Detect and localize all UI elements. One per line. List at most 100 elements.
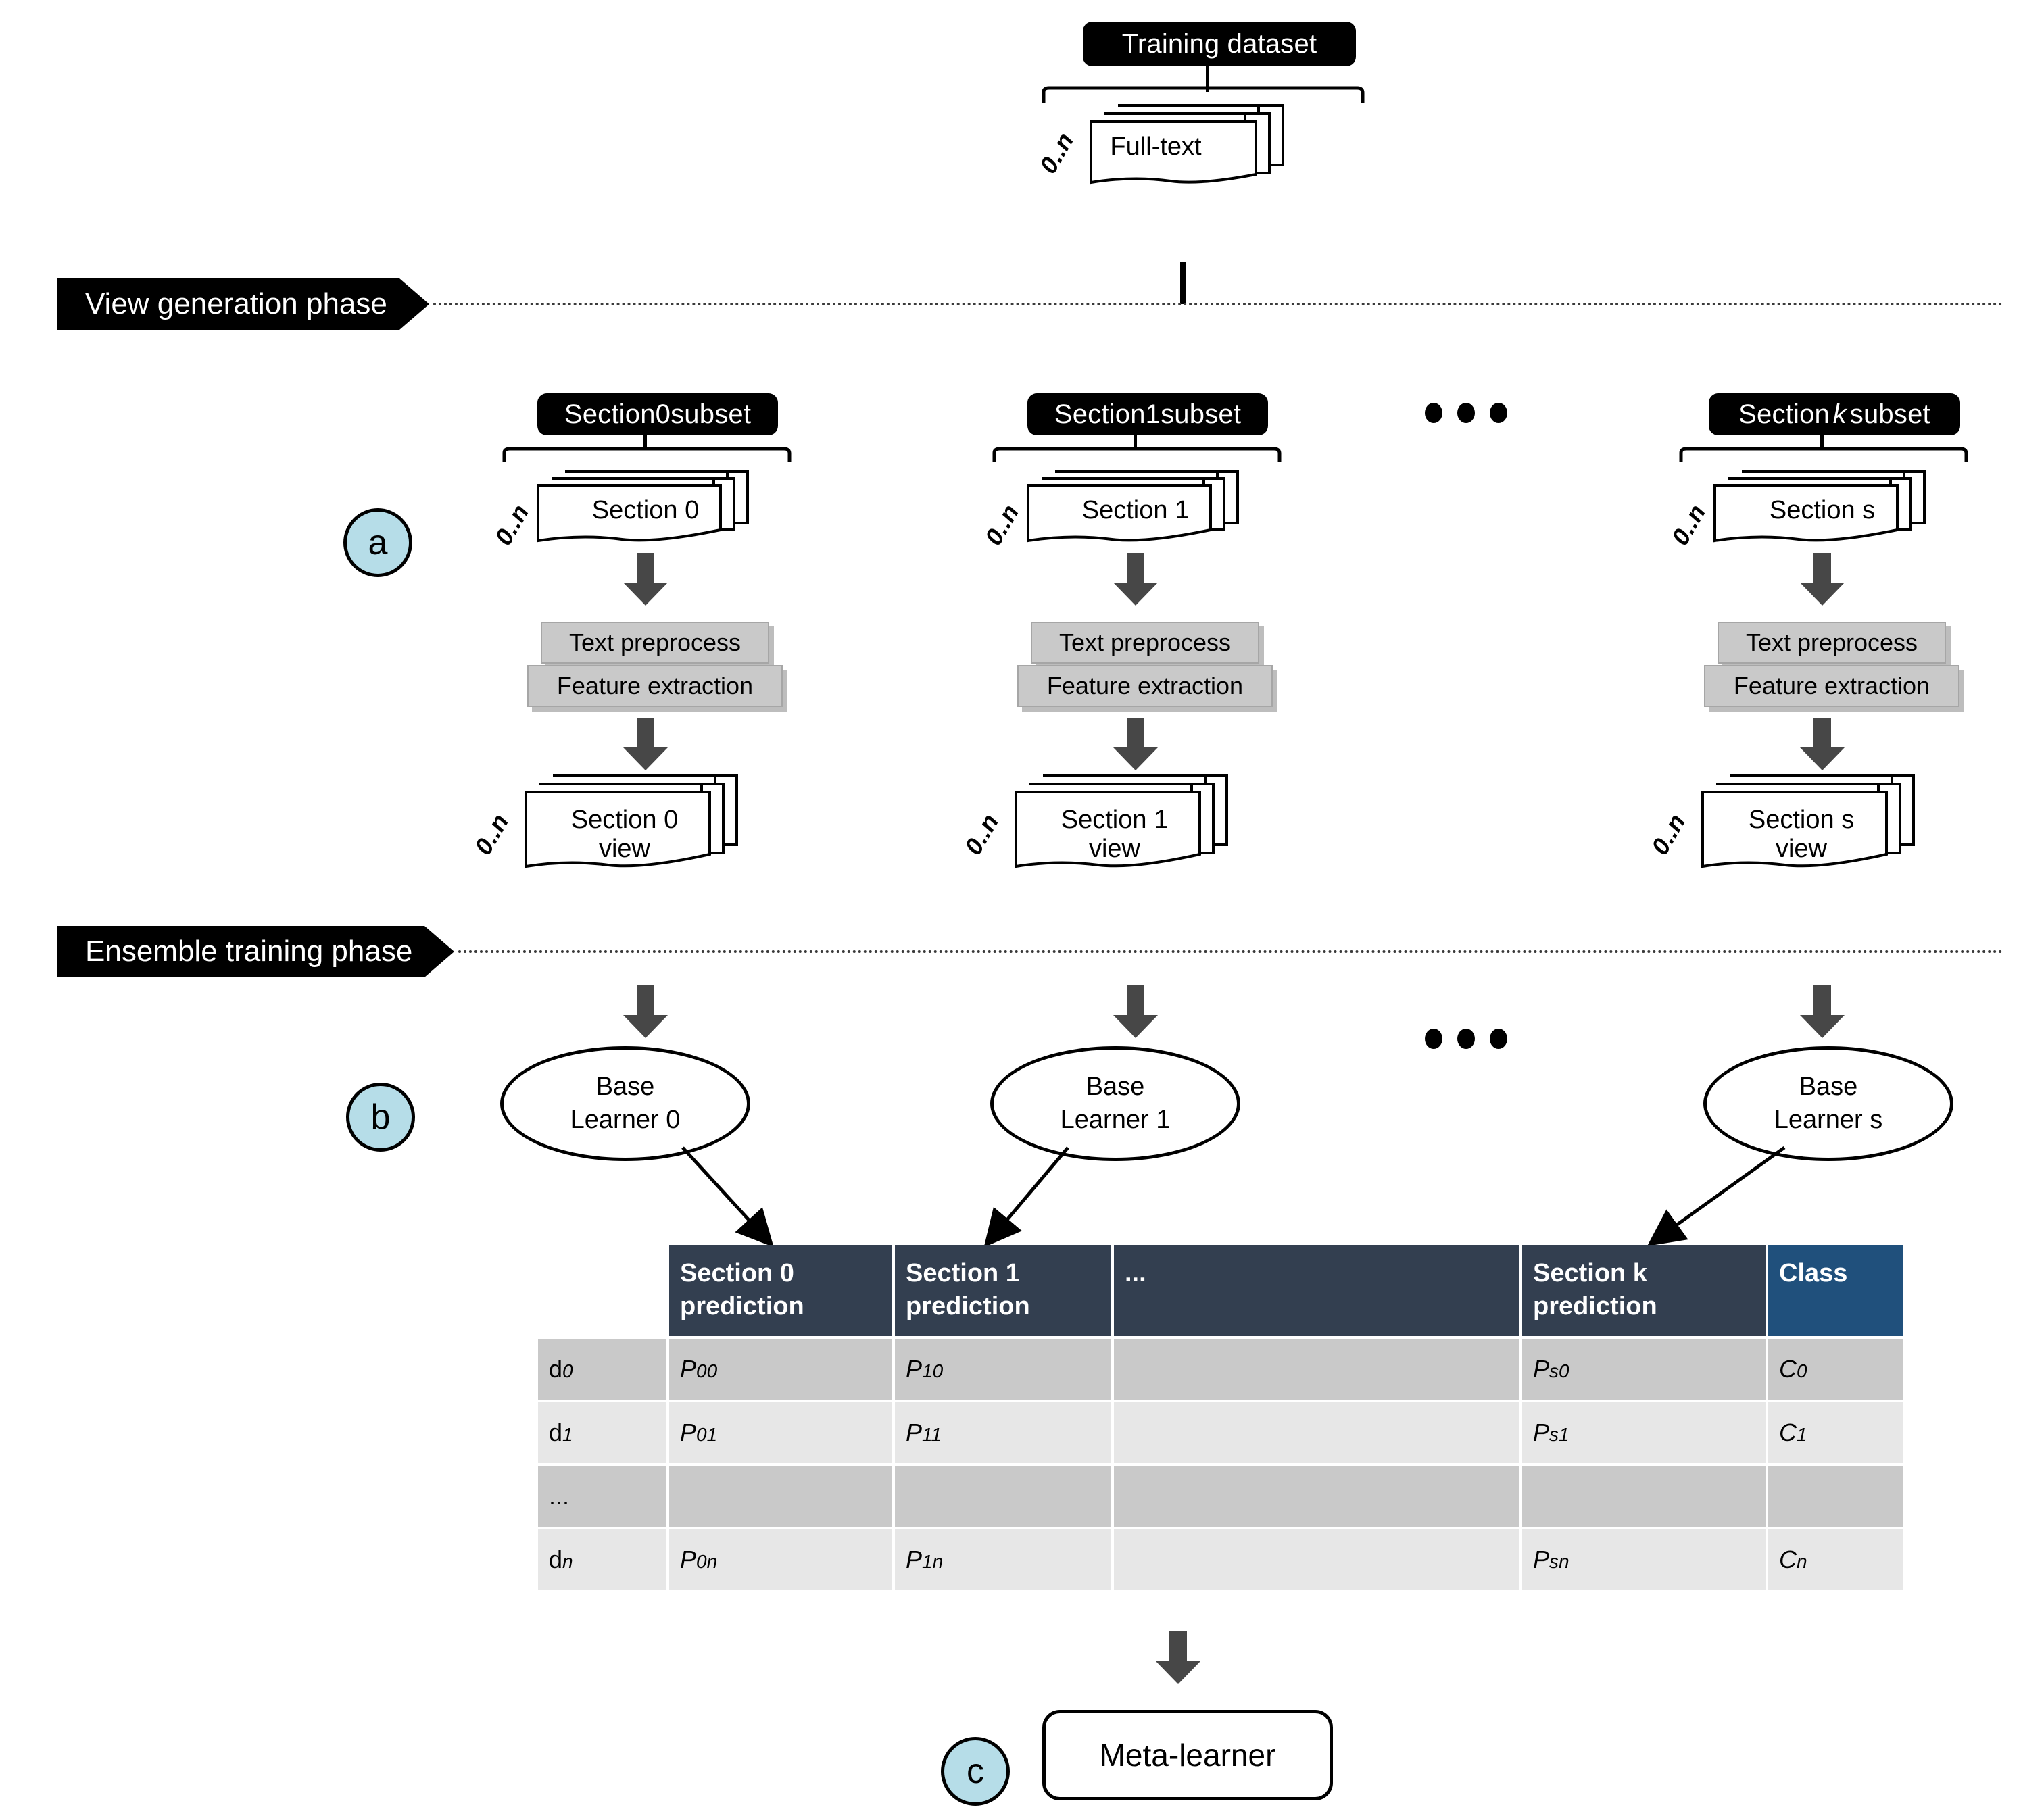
root-multiplicity: 0..n — [1033, 128, 1079, 178]
meta-learner-label: Meta-learner — [1099, 1738, 1276, 1773]
section-1-view-multiplicity: 0..n — [958, 809, 1004, 860]
base-learner-1: Base Learner 1 — [990, 1046, 1240, 1161]
cell-class: C0 — [1768, 1339, 1903, 1400]
section-1-arrow-to-preprocess — [1111, 553, 1161, 610]
learner-s-feed-arrow — [1797, 985, 1847, 1043]
phase-1-label: View generation phase — [85, 287, 387, 320]
training-dataset-label: Training dataset — [1121, 28, 1317, 59]
section-k-bracket — [1678, 446, 1969, 467]
cell-section-1-prediction: P10 — [895, 1339, 1111, 1400]
cell-ellipsis — [1114, 1402, 1519, 1464]
section-k-doc-stack: Section s — [1711, 468, 1934, 549]
section-1-bracket — [992, 446, 1282, 467]
cell-ellipsis — [1114, 1339, 1519, 1400]
root-doc-stem — [1180, 262, 1186, 304]
section-k-feature-extraction: Feature extraction — [1704, 665, 1959, 707]
columns-ellipsis-top — [1425, 403, 1507, 423]
step-b-label: b — [370, 1098, 391, 1137]
chip-stem — [1206, 66, 1209, 92]
row-id-cell: ... — [538, 1466, 666, 1527]
ensemble-training-phase-banner: Ensemble training phase — [57, 926, 2003, 977]
phase-arrow-tip — [399, 278, 429, 330]
section-k-multiplicity: 0..n — [1665, 499, 1711, 550]
section-0-feature-extraction: Feature extraction — [527, 665, 783, 707]
meta-learner-box: Meta-learner — [1042, 1710, 1333, 1800]
root-bracket — [1041, 85, 1365, 107]
section-0-arrow-to-preprocess — [620, 553, 671, 610]
cell-class: C1 — [1768, 1402, 1903, 1464]
section-1-view-stack: Section 1 view — [1010, 772, 1240, 880]
row-id-cell: d1 — [538, 1402, 666, 1464]
section-0-doc-stack: Section 0 — [534, 468, 757, 549]
table-header-ellipsis: ... — [1114, 1245, 1519, 1337]
section-1-subset-chip: Section 1 subset — [1027, 393, 1268, 435]
cell-section-0-prediction — [669, 1466, 892, 1527]
section-0-chip-stem — [643, 435, 647, 450]
row-id-cell: d0 — [538, 1339, 666, 1400]
section-1-chip-stem — [1134, 435, 1137, 450]
section-0-subset-chip: Section 0 subset — [537, 393, 778, 435]
step-circle-c: c — [941, 1737, 1010, 1806]
cell-section-1-prediction: P1n — [895, 1529, 1111, 1591]
table-row: d1 P01 P11 Ps1 C1 — [538, 1402, 1903, 1464]
cell-section-0-prediction: P0n — [669, 1529, 892, 1591]
section-0-view-multiplicity: 0..n — [468, 809, 514, 860]
cell-section-k-prediction: Ps1 — [1522, 1402, 1766, 1464]
cell-ellipsis — [1114, 1466, 1519, 1527]
section-k-view-multiplicity: 0..n — [1645, 809, 1691, 860]
section-0-bracket — [502, 446, 792, 467]
row-id-cell: dn — [538, 1529, 666, 1591]
section-k-subset-chip: Section k subset — [1709, 393, 1960, 435]
learner-1-feed-arrow — [1111, 985, 1161, 1043]
step-c-label: c — [967, 1752, 984, 1791]
table-header-class: Class — [1768, 1245, 1903, 1337]
table-row: d0 P00 P10 Ps0 C0 — [538, 1339, 1903, 1400]
section-k-arrow-to-preprocess — [1797, 553, 1847, 610]
phase-2-label: Ensemble training phase — [85, 935, 413, 968]
table-to-meta-learner-arrow — [1153, 1631, 1203, 1689]
cell-section-1-prediction — [895, 1466, 1111, 1527]
cell-section-k-prediction — [1522, 1466, 1766, 1527]
section-k-arrow-to-view — [1797, 718, 1847, 775]
section-1-doc-stack: Section 1 — [1024, 468, 1247, 549]
section-1-arrow-to-view — [1111, 718, 1161, 775]
cell-section-k-prediction: Ps0 — [1522, 1339, 1766, 1400]
phase-1-dotted-rule — [433, 303, 2003, 305]
section-0-arrow-to-view — [620, 718, 671, 775]
cell-class: Cn — [1768, 1529, 1903, 1591]
section-0-text-preprocess: Text preprocess — [541, 622, 769, 664]
learner-connector-arrows — [681, 1146, 1786, 1248]
learners-ellipsis — [1425, 1029, 1507, 1049]
section-1-feature-extraction: Feature extraction — [1017, 665, 1273, 707]
cell-section-0-prediction: P00 — [669, 1339, 892, 1400]
cell-class — [1768, 1466, 1903, 1527]
table-row: dn P0n P1n Psn Cn — [538, 1529, 1903, 1591]
section-k-text-preprocess: Text preprocess — [1718, 622, 1946, 664]
base-learner-0: Base Learner 0 — [500, 1046, 750, 1161]
base-learner-s: Base Learner s — [1703, 1046, 1953, 1161]
view-generation-phase-banner: View generation phase — [57, 278, 2003, 330]
section-k-chip-stem — [1820, 435, 1824, 450]
cell-section-1-prediction: P11 — [895, 1402, 1111, 1464]
cell-section-k-prediction: Psn — [1522, 1529, 1766, 1591]
phase-2-dotted-rule — [458, 950, 2003, 953]
cell-ellipsis — [1114, 1529, 1519, 1591]
step-a-label: a — [368, 523, 388, 562]
step-circle-a: a — [343, 508, 412, 577]
section-k-view-stack: Section s view — [1697, 772, 1927, 880]
full-text-doc-stack: Full-text — [1086, 100, 1288, 188]
table-row: ... — [538, 1466, 1903, 1527]
table-header-blank — [538, 1245, 666, 1337]
cell-section-0-prediction: P01 — [669, 1402, 892, 1464]
step-circle-b: b — [346, 1083, 415, 1152]
phase-arrow-tip-2 — [424, 926, 455, 977]
section-0-multiplicity: 0..n — [489, 499, 535, 550]
section-1-text-preprocess: Text preprocess — [1031, 622, 1259, 664]
learner-0-feed-arrow — [620, 985, 671, 1043]
section-1-multiplicity: 0..n — [979, 499, 1025, 550]
